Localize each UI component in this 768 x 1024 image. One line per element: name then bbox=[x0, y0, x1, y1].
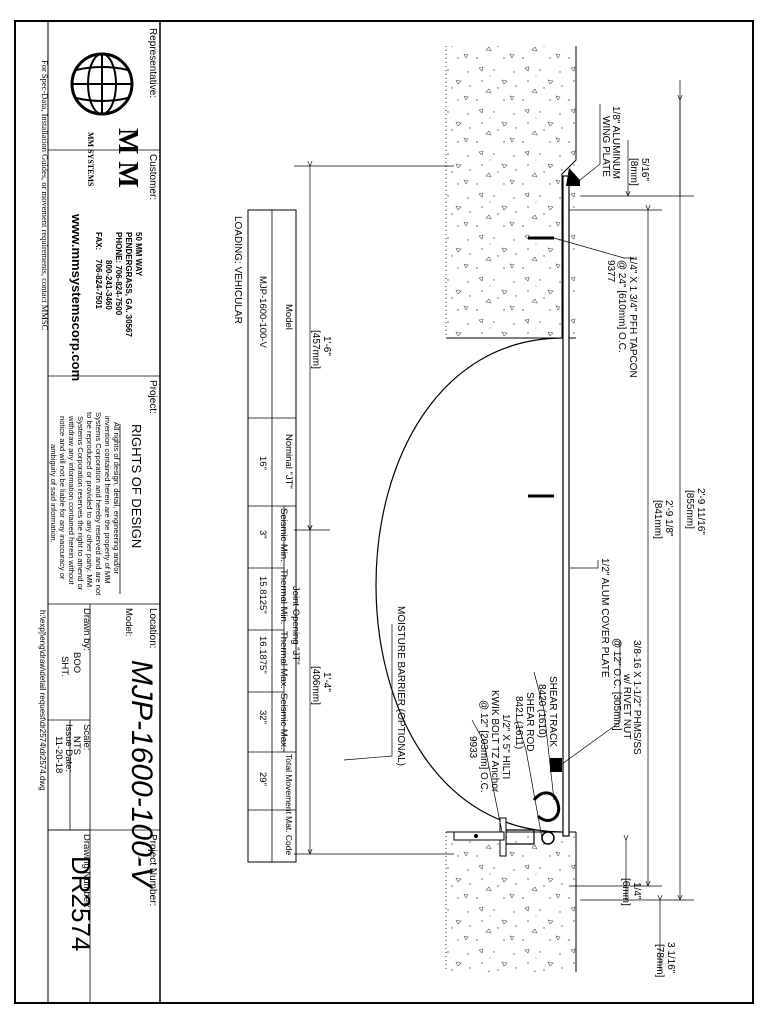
label-phms-3: @ 12" O.C. [305mm] bbox=[611, 638, 622, 731]
rights-title: RIGHTS OF DESIGN bbox=[129, 424, 144, 548]
mm-systems-logo bbox=[70, 52, 134, 116]
label-3-1-16-mm: [78mm] bbox=[654, 944, 665, 978]
address-line-4: 800-241-3460 bbox=[104, 260, 113, 310]
model-value: MJP-1600-100-V bbox=[125, 660, 158, 890]
title-block: Representative: Customer: Project: Locat… bbox=[38, 21, 161, 1003]
table-caption: LOADING: VEHICULAR bbox=[232, 216, 243, 324]
drawn-by-value: BOO bbox=[71, 652, 82, 673]
label-shear-rod-1: SHEAR ROD bbox=[524, 692, 535, 751]
concrete-slab-bottom bbox=[446, 832, 576, 972]
label-location: Location: bbox=[147, 608, 158, 649]
label-5-16: 5/16" bbox=[639, 158, 650, 181]
table-cell-total: 29" bbox=[257, 772, 268, 786]
label-wing-plate-2: WING PLATE bbox=[600, 116, 611, 177]
table-header-nominal: Nominal "JT" bbox=[283, 434, 294, 489]
label-1-6: 1'-6" bbox=[321, 336, 332, 356]
label-1-4-mm: [406mm] bbox=[310, 666, 321, 705]
label-hilti-1: 1/2" X 5" HILTI bbox=[500, 714, 511, 779]
label-shear-track-1: SHEAR TRACK bbox=[547, 676, 558, 747]
drawing-sheet: 1/8" ALUMINUM WING PLATE 5/16" [8mm] 1/4… bbox=[14, 20, 754, 1009]
label-tapcon-1: 1/4" X 1 3/4" PFH TAPCON bbox=[627, 256, 638, 378]
sht-label: SHT. bbox=[59, 656, 70, 677]
tapcon-screw bbox=[528, 236, 554, 498]
concrete-slab-top bbox=[446, 46, 576, 338]
anchor-bolt bbox=[453, 831, 505, 841]
drawn-by-label: Drawn by: bbox=[81, 608, 92, 651]
drawing-number-label: Drawing Number: bbox=[81, 834, 92, 908]
joint-table: Model Nominal "JT" Joint Opening "JT" Se… bbox=[232, 209, 301, 863]
table-header-model: Model bbox=[283, 304, 294, 330]
label-phms-2: w/ RIVET NUT bbox=[621, 673, 632, 739]
table-header-thermal-min: Thermal Min. bbox=[278, 569, 289, 624]
label-3-1-16: 3 1/16" bbox=[665, 942, 676, 974]
joint-detail: 1/8" ALUMINUM WING PLATE 5/16" [8mm] 1/4… bbox=[232, 46, 706, 978]
address-line-1: 50 MM WAY bbox=[134, 232, 143, 277]
project-number-value: - bbox=[133, 856, 144, 859]
label-2-9-1-8-mm: [841mm] bbox=[652, 500, 663, 539]
label-representative: Representative: bbox=[147, 28, 158, 98]
label-tapcon-2: @ 24" [610mm] O.C. bbox=[616, 260, 627, 353]
label-2-9-11-16: 2'-9 11/16" bbox=[695, 488, 706, 535]
label-5-16-mm: [8mm] bbox=[628, 158, 639, 186]
label-tapcon-3: 9377 bbox=[605, 260, 616, 283]
label-hilti-2: KWIK BOLT TZ Anchor bbox=[489, 690, 500, 793]
footer-note: For Spec-Data, Installation Guides, or m… bbox=[40, 60, 50, 331]
label-shear-rod-2: 8421 (1611) bbox=[513, 696, 524, 749]
table-cell-seismic-min: 3" bbox=[257, 530, 268, 539]
file-path: h:\exp]\eng\draw\detail request\dr2574\d… bbox=[38, 610, 47, 791]
label-1-6-mm: [457mm] bbox=[310, 330, 321, 369]
rights-line-4: to be reproduced or provided to any othe… bbox=[85, 412, 94, 587]
address-line-5: FAX: 706-824-7501 bbox=[94, 232, 103, 309]
label-moisture-barrier: MOISTURE BARRIER (OPTIONAL) bbox=[395, 606, 406, 766]
table-header-seismic-max: Seismic Max. bbox=[278, 693, 289, 749]
cover-plate bbox=[562, 175, 570, 837]
moisture-barrier bbox=[375, 337, 563, 833]
table-group-header: Joint Opening "JT" bbox=[290, 586, 301, 665]
rights-line-3: Systems Corporation and hereby reserved … bbox=[94, 412, 103, 596]
rights-line-8: ambiguity of said information. bbox=[49, 444, 58, 543]
address-line-3: PHONE: 706-824-7500 bbox=[114, 232, 123, 316]
detail-drawing: 1/8" ALUMINUM WING PLATE 5/16" [8mm] 1/4… bbox=[14, 20, 754, 1004]
label-customer: Customer: bbox=[147, 154, 158, 200]
table-header-thermal-max: Thermal Max. bbox=[278, 631, 289, 689]
label-2-9-1-8: 2'-9 1/8" bbox=[663, 500, 674, 537]
issue-date-value: 11-20-18 bbox=[53, 736, 64, 773]
label-project-number: Project Number: bbox=[147, 834, 158, 906]
label-cover-plate: 1/2" ALUM COVER PLATE bbox=[599, 558, 610, 678]
wing-plate bbox=[566, 168, 580, 186]
label-shear-track-2: 8420 (1610) bbox=[536, 684, 547, 738]
label-wing-plate-1: 1/8" ALUMINUM bbox=[610, 106, 621, 179]
rights-of-design: RIGHTS OF DESIGN All rights of design, d… bbox=[49, 412, 144, 596]
table-cell-nominal: 16" bbox=[257, 456, 268, 470]
label-2-9-11-16-mm: [855mm] bbox=[684, 490, 695, 529]
drawing-number-value: DR2574 bbox=[66, 856, 96, 951]
table-header-total-movement: Total Movement bbox=[284, 754, 294, 815]
rights-line-7: notice and will not be liable for any in… bbox=[58, 416, 67, 580]
table-header-seismic-min: Seismic Min. bbox=[278, 508, 289, 562]
rights-line-6: withdraw any information contained herei… bbox=[67, 415, 76, 585]
issue-date-label: Issue Date: bbox=[63, 724, 74, 772]
label-phms-1: 3/8-16 X 1-1/2" PHMS/SS bbox=[631, 640, 642, 755]
label-1-4in-mm: [6mm] bbox=[620, 878, 631, 906]
rights-line-2: invention contained herein are the prope… bbox=[103, 416, 112, 584]
address-line-2: PENDERGRASS, GA. 30567 bbox=[124, 232, 133, 337]
logo-letters: M M bbox=[112, 128, 143, 188]
website[interactable]: www.mmsystemscorp.com bbox=[69, 213, 84, 381]
table-cell-seismic-max: 32" bbox=[257, 710, 268, 724]
company-name: MM SYSTEMS bbox=[86, 132, 95, 187]
table-cell-thermal-max: 16.1875" bbox=[257, 636, 268, 674]
label-1-4: 1'-4" bbox=[321, 672, 332, 692]
table-cell-thermal-min: 15.8125" bbox=[257, 576, 268, 614]
model-label: Model: bbox=[123, 608, 134, 637]
label-hilti-4: 9933 bbox=[467, 736, 478, 759]
table-header-mat-code: Mat. Code bbox=[284, 816, 294, 855]
scale-value: NTS bbox=[71, 736, 82, 755]
label-project: Project: bbox=[147, 380, 158, 414]
label-1-4in: 1/4" bbox=[631, 882, 642, 900]
rights-line-1: All rights of design, detail, engineerin… bbox=[112, 422, 121, 574]
table-cell-model: MJP-1600-100-V bbox=[257, 276, 268, 348]
rights-line-5: Systems Corporation reserves the right t… bbox=[76, 416, 85, 591]
scale-label: Scale: bbox=[81, 724, 92, 750]
label-hilti-3: @ 12" [203mm] O.C. bbox=[478, 700, 489, 793]
